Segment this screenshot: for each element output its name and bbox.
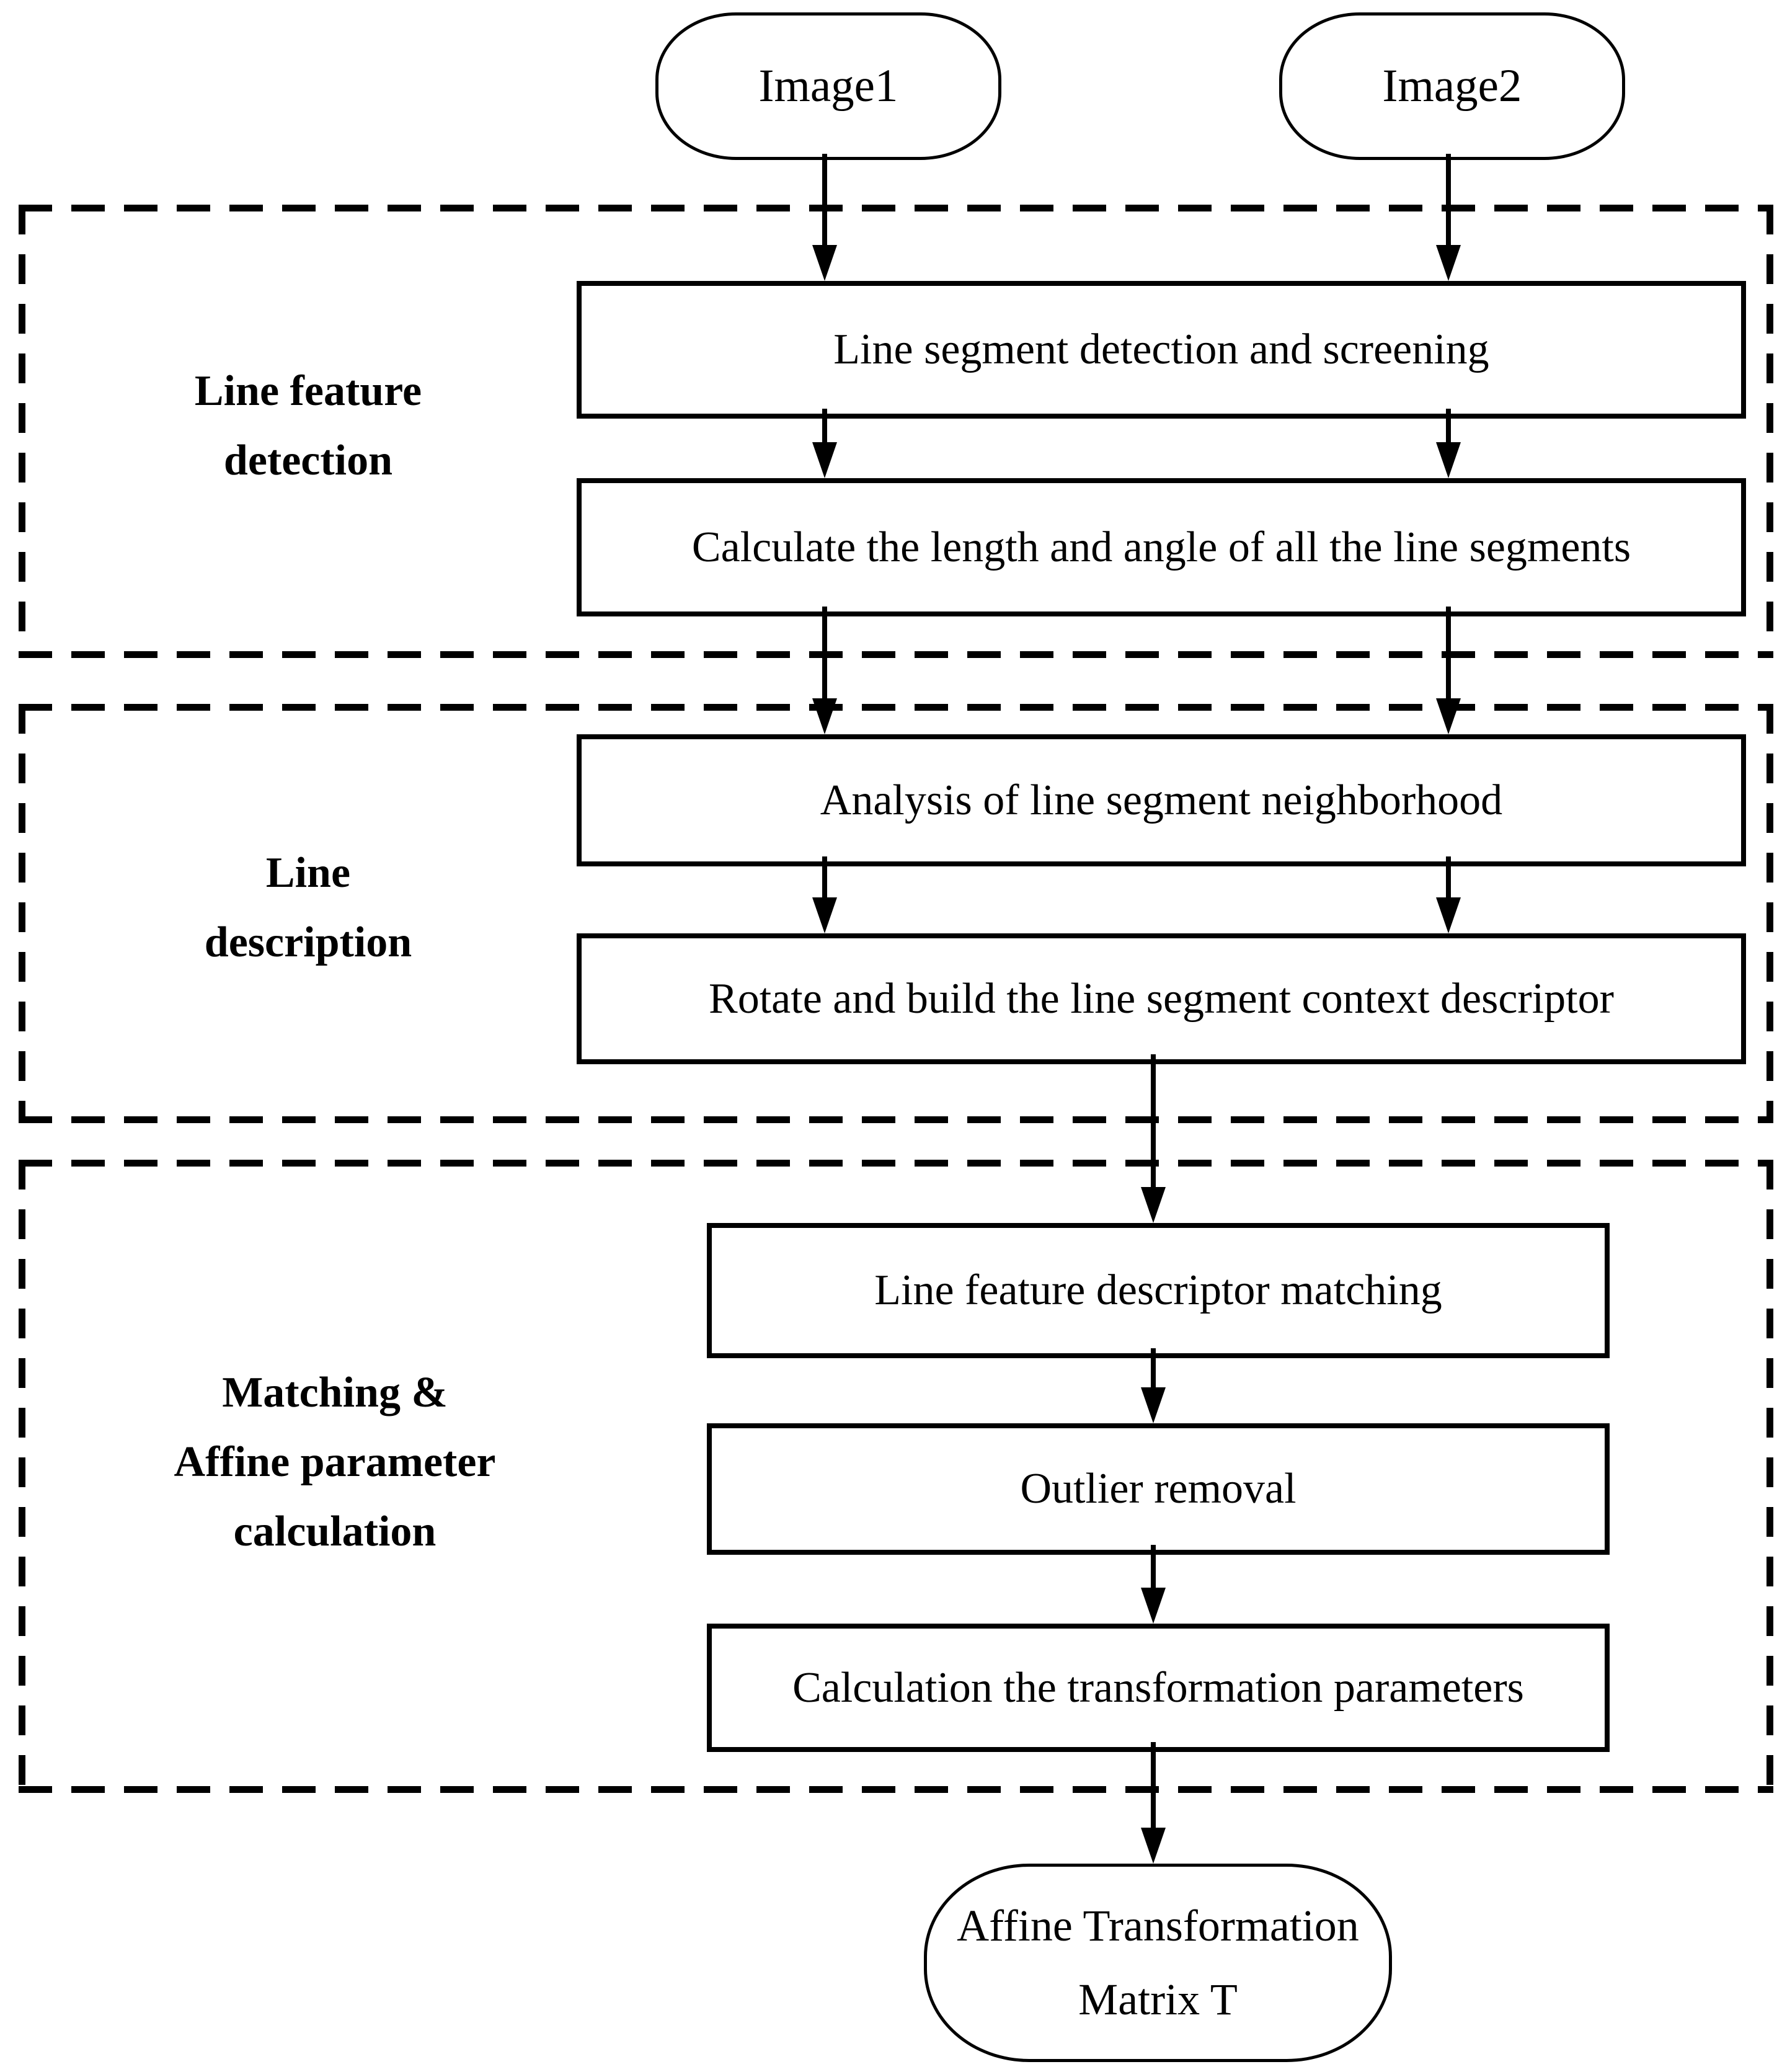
arrow-stem bbox=[822, 154, 827, 272]
section1-dashed-border-top bbox=[19, 205, 1773, 211]
section2-dashed-border-bottom bbox=[19, 1116, 1773, 1123]
process-box-analysis-neighborhood-label: Analysis of line segment neighborhood bbox=[820, 776, 1503, 824]
process-box-calculate-length-angle-label: Calculate the length and angle of all th… bbox=[691, 523, 1631, 571]
arrow-head-icon bbox=[1141, 1387, 1166, 1423]
section3-dashed-border-top bbox=[19, 1160, 1773, 1167]
arrow-stem bbox=[1151, 1742, 1156, 1855]
section3-dashed-border-left bbox=[19, 1160, 25, 1793]
terminator-image2-label: Image2 bbox=[1382, 60, 1522, 112]
section3-dashed-border-right bbox=[1766, 1160, 1773, 1793]
arrow-stem bbox=[1151, 1054, 1156, 1214]
arrow-head-icon bbox=[1141, 1828, 1166, 1864]
arrow-analysis-to-rotate-left bbox=[812, 856, 837, 933]
arrow-outlier-to-calculation bbox=[1141, 1545, 1166, 1624]
arrow-head-icon bbox=[1436, 245, 1461, 281]
process-box-analysis-neighborhood: Analysis of line segment neighborhood bbox=[577, 734, 1746, 866]
arrow-head-icon bbox=[1436, 698, 1461, 734]
arrow-stem bbox=[1446, 607, 1451, 726]
arrow-image1-to-detection bbox=[812, 154, 837, 281]
process-box-outlier-removal-label: Outlier removal bbox=[1020, 1465, 1297, 1513]
arrow-calculate-to-analysis-right bbox=[1436, 607, 1461, 734]
arrow-image2-to-detection bbox=[1436, 154, 1461, 281]
process-box-calculation-transformation: Calculation the transformation parameter… bbox=[707, 1624, 1610, 1752]
arrow-head-icon bbox=[812, 442, 837, 478]
arrow-head-icon bbox=[1141, 1187, 1166, 1223]
arrow-stem bbox=[822, 409, 827, 469]
process-box-outlier-removal: Outlier removal bbox=[707, 1423, 1610, 1555]
arrow-detection-to-calculate-right bbox=[1436, 409, 1461, 478]
section1-dashed-border-right bbox=[1766, 205, 1773, 658]
terminator-image2: Image2 bbox=[1279, 12, 1625, 160]
section2-label: Line description bbox=[204, 849, 412, 966]
section2-dashed-border-left bbox=[19, 704, 25, 1123]
arrow-calculate-to-analysis-left bbox=[812, 607, 837, 734]
arrow-stem bbox=[1446, 856, 1451, 925]
process-box-descriptor-matching-label: Line feature descriptor matching bbox=[874, 1266, 1442, 1314]
process-box-line-segment-detection: Line segment detection and screening bbox=[577, 281, 1746, 419]
section2-dashed-border-right bbox=[1766, 704, 1773, 1123]
process-box-descriptor-matching: Line feature descriptor matching bbox=[707, 1223, 1610, 1358]
arrow-detection-to-calculate-left bbox=[812, 409, 837, 478]
arrow-head-icon bbox=[1141, 1588, 1166, 1624]
arrow-matching-to-outlier bbox=[1141, 1348, 1166, 1423]
section2-dashed-border-top bbox=[19, 704, 1773, 711]
section1-dashed-border-bottom bbox=[19, 651, 1773, 658]
process-box-rotate-build-descriptor-label: Rotate and build the line segment contex… bbox=[709, 974, 1614, 1023]
process-box-rotate-build-descriptor: Rotate and build the line segment contex… bbox=[577, 933, 1746, 1064]
process-box-line-segment-detection-label: Line segment detection and screening bbox=[833, 326, 1489, 373]
arrow-head-icon bbox=[812, 897, 837, 933]
terminator-image1: Image1 bbox=[655, 12, 1001, 160]
arrow-head-icon bbox=[812, 698, 837, 734]
terminator-affine-matrix-label: Affine Transformation Matrix T bbox=[957, 1901, 1359, 2024]
arrow-head-icon bbox=[1436, 442, 1461, 478]
arrow-stem bbox=[822, 607, 827, 726]
arrow-stem bbox=[1446, 154, 1451, 272]
arrow-rotate-to-matching bbox=[1141, 1054, 1166, 1223]
terminator-image1-label: Image1 bbox=[758, 60, 898, 112]
section1-dashed-border-left bbox=[19, 205, 25, 658]
terminator-affine-matrix: Affine Transformation Matrix T bbox=[924, 1864, 1392, 2062]
process-box-calculate-length-angle: Calculate the length and angle of all th… bbox=[577, 478, 1746, 616]
arrow-head-icon bbox=[812, 245, 837, 281]
section3-label: Matching & Affine parameter calculation bbox=[174, 1369, 496, 1555]
section1-label: Line feature detection bbox=[194, 367, 422, 484]
arrow-stem bbox=[822, 856, 827, 925]
arrow-stem bbox=[1151, 1545, 1156, 1615]
section3-dashed-border-bottom bbox=[19, 1786, 1773, 1793]
arrow-stem bbox=[1446, 409, 1451, 469]
arrow-stem bbox=[1151, 1348, 1156, 1415]
arrow-calculation-to-affine-matrix bbox=[1141, 1742, 1166, 1864]
arrow-head-icon bbox=[1436, 897, 1461, 933]
process-box-calculation-transformation-label: Calculation the transformation parameter… bbox=[792, 1663, 1524, 1712]
arrow-analysis-to-rotate-right bbox=[1436, 856, 1461, 933]
